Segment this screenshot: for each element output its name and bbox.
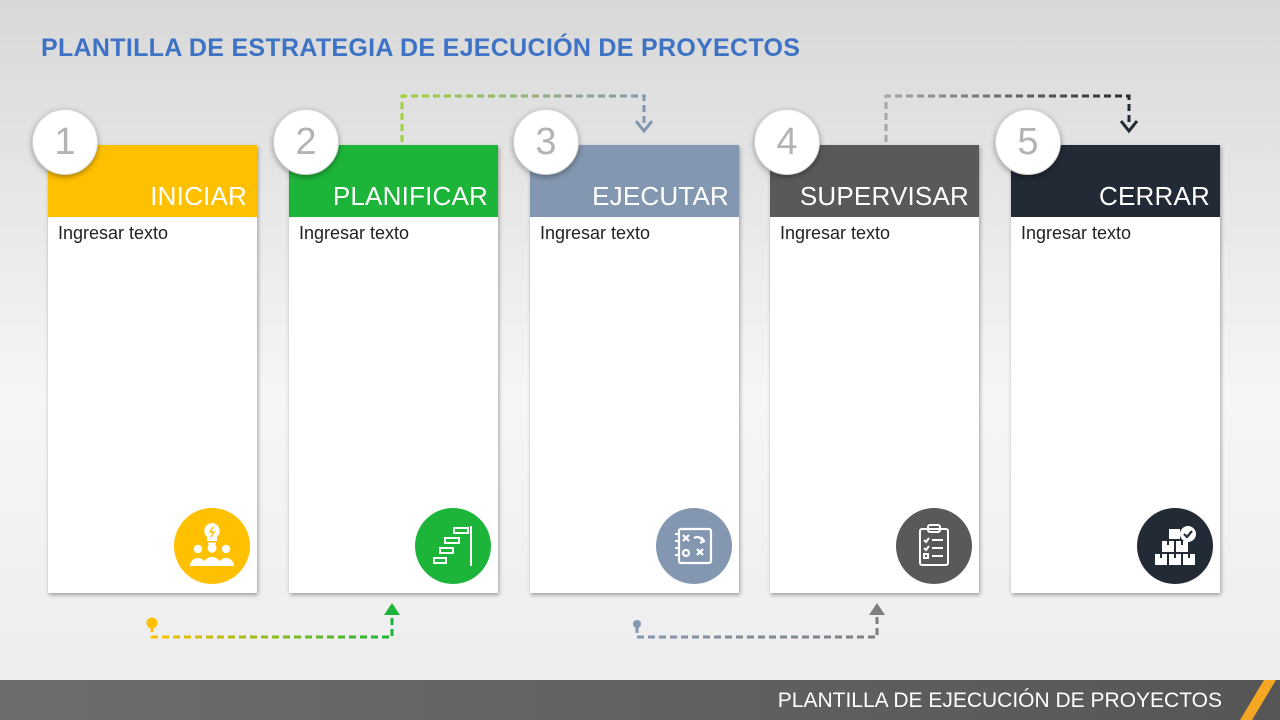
step-number-3: 3 (513, 109, 579, 175)
strategy-board-icon (656, 508, 732, 584)
step-number-2: 2 (273, 109, 339, 175)
page-title: PLANTILLA DE ESTRATEGIA DE EJECUCIÓN DE … (41, 34, 801, 62)
step-number-5: 5 (995, 109, 1061, 175)
step-text-field[interactable]: Ingresar texto (540, 223, 651, 243)
step-label: EJECUTAR (592, 181, 729, 211)
step-card-cerrar: CERRAR Ingresar texto (1011, 145, 1220, 593)
step-card-iniciar: INICIAR Ingresar texto (48, 145, 257, 593)
step-header-supervisar: SUPERVISAR (770, 145, 979, 217)
boxes-check-icon (1137, 508, 1213, 584)
step-text-field[interactable]: Ingresar texto (58, 223, 169, 243)
step-label: INICIAR (150, 181, 247, 211)
step-card-planificar: PLANIFICAR Ingresar texto (289, 145, 498, 593)
footer-bar: PLANTILLA DE EJECUCIÓN DE PROYECTOS (0, 680, 1280, 720)
step-text-field[interactable]: Ingresar texto (1021, 223, 1132, 243)
clipboard-checklist-icon (896, 508, 972, 584)
connector-ejecutar-supervisar (633, 603, 885, 639)
step-label: SUPERVISAR (799, 181, 969, 211)
footer-accent-stripe (1240, 680, 1276, 720)
step-header-ejecutar: EJECUTAR (530, 145, 739, 217)
step-label: PLANIFICAR (332, 181, 488, 211)
gantt-chart-icon (415, 508, 491, 584)
step-number-1: 1 (32, 109, 98, 175)
step-text-field[interactable]: Ingresar texto (299, 223, 410, 243)
team-idea-icon (174, 508, 250, 584)
step-text-field[interactable]: Ingresar texto (780, 223, 891, 243)
footer-title: PLANTILLA DE EJECUCIÓN DE PROYECTOS (777, 689, 1222, 712)
step-label: CERRAR (1099, 181, 1210, 211)
step-card-ejecutar: EJECUTAR Ingresar texto (530, 145, 739, 593)
step-header-iniciar: INICIAR (48, 145, 257, 217)
step-number-4: 4 (754, 109, 820, 175)
step-card-supervisar: SUPERVISAR Ingresar texto (770, 145, 979, 593)
connector-iniciar-planificar (146, 603, 400, 639)
